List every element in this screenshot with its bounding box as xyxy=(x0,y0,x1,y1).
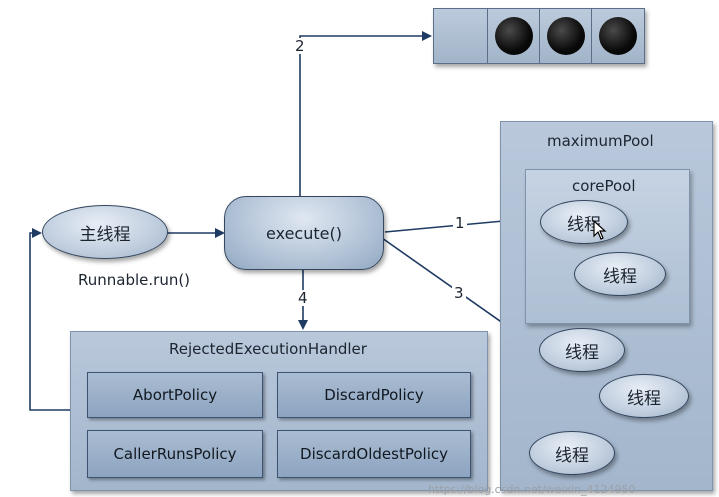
extra-thread-node: 线程 xyxy=(529,431,615,475)
mouse-cursor-icon xyxy=(593,220,607,240)
rejected-execution-handler: RejectedExecutionHandler AbortPolicy Dis… xyxy=(70,331,488,491)
thread-label: 线程 xyxy=(627,388,661,409)
maximum-pool-title: maximumPool xyxy=(547,132,654,150)
runnable-run-label: Runnable.run() xyxy=(78,271,191,289)
queue-slot xyxy=(592,9,644,63)
policy-label: DiscardOldestPolicy xyxy=(300,445,448,463)
core-pool: corePool 线程 线程 xyxy=(525,169,690,324)
queued-task-icon xyxy=(599,17,637,55)
step-number-3: 3 xyxy=(452,284,466,302)
arrow-handler-to-main xyxy=(29,228,72,411)
step-number-4: 4 xyxy=(296,289,310,307)
queued-task-icon xyxy=(494,17,533,55)
thread-label: 线程 xyxy=(565,342,599,363)
policy-label: AbortPolicy xyxy=(132,386,218,404)
watermark-text: https://blog.csdn.net/weixin_4124950 xyxy=(428,483,636,496)
task-queue xyxy=(433,8,645,64)
abort-policy-box: AbortPolicy xyxy=(87,372,263,418)
thread-label: 线程 xyxy=(555,445,589,466)
core-pool-title: corePool xyxy=(572,177,636,195)
arrow-execute-to-queue xyxy=(299,31,432,196)
policy-label: CallerRunsPolicy xyxy=(113,445,237,463)
queue-slot-empty xyxy=(434,9,488,63)
execute-node: execute() xyxy=(224,196,384,270)
discard-policy-box: DiscardPolicy xyxy=(277,372,471,418)
queue-slot xyxy=(540,9,592,63)
step-number-2: 2 xyxy=(293,37,307,55)
thread-label: 线程 xyxy=(603,266,637,287)
main-thread-label: 主线程 xyxy=(79,224,131,245)
thread-label: 线程 xyxy=(567,214,601,235)
caller-runs-policy-box: CallerRunsPolicy xyxy=(87,430,263,478)
main-thread-node: 主线程 xyxy=(42,205,168,259)
maximum-pool: maximumPool corePool 线程 线程 线程 线程 线程 xyxy=(500,121,713,491)
execute-label: execute() xyxy=(266,223,342,243)
handler-title: RejectedExecutionHandler xyxy=(169,340,367,358)
core-thread-node: 线程 xyxy=(574,252,666,296)
core-thread-node: 线程 xyxy=(540,200,628,244)
policy-label: DiscardPolicy xyxy=(324,386,424,404)
extra-thread-node: 线程 xyxy=(539,328,625,372)
extra-thread-node: 线程 xyxy=(599,374,689,418)
step-number-1: 1 xyxy=(453,214,467,232)
discard-oldest-policy-box: DiscardOldestPolicy xyxy=(277,430,471,478)
queue-slot xyxy=(488,9,540,63)
queued-task-icon xyxy=(546,17,585,55)
